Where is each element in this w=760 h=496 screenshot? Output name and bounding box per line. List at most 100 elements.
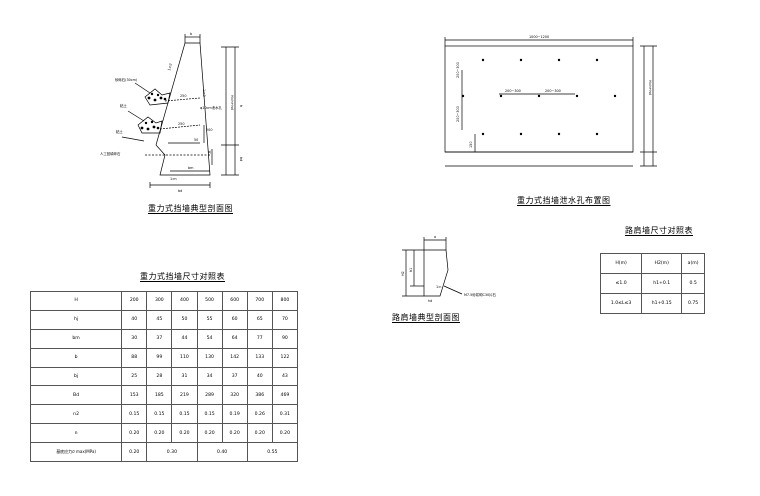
road-slope: 1:n: [436, 285, 441, 289]
table-cell: H2(m): [641, 253, 683, 274]
caption-road-table: 路肩墙尺寸对照表: [625, 226, 693, 235]
table-cell: 0.31: [271, 404, 299, 425]
table-cell: 64: [221, 328, 248, 349]
dim-drain-w2: 200~300: [545, 89, 561, 93]
table-cell: 25: [121, 366, 148, 387]
table-cell: 70: [271, 309, 299, 330]
table-cell: bj: [29, 366, 123, 387]
table-cell: 142: [221, 347, 248, 368]
dim-drain-width: 1000~1200: [529, 35, 549, 39]
table-cell: 43: [271, 366, 299, 387]
road-dim-h1: h1: [409, 268, 413, 272]
dim-drain-h1: 200~300: [456, 62, 460, 78]
table-cell: 31: [171, 366, 198, 387]
label-slope-1: 1:n2: [167, 63, 173, 71]
table-cell: h1+0.1: [641, 273, 683, 294]
table-cell: 500: [196, 291, 223, 311]
table-cell: 基底应力σ max(MPa): [29, 442, 123, 462]
table-cell: h1+0.15: [641, 293, 683, 314]
table-cell: 300: [146, 291, 173, 311]
table-cell: 77: [246, 328, 273, 349]
table-cell: 400: [171, 291, 198, 311]
road-dim-a: a: [434, 235, 436, 239]
table-cell: 0.15: [171, 404, 198, 425]
caption-drain-layout: 重力式挡墙泄水孔布置图: [517, 196, 611, 205]
label-slope-2: 1:n3: [202, 89, 206, 97]
table-cell: 0.19: [221, 404, 248, 425]
table-cell: 600: [221, 291, 248, 311]
table-cell: 122: [271, 347, 299, 368]
table-cell: 469: [271, 385, 299, 406]
road-dim-bottom: hd: [428, 299, 432, 303]
table-cell: 289: [196, 385, 223, 406]
road-material-note: M7.5砂浆砌C30片石: [464, 292, 497, 297]
table-cell: 0.55: [246, 442, 299, 462]
dim-drain-H: H=h+hd: [648, 80, 652, 95]
table-row: ≤1.0 h1+0.1 0.5: [599, 273, 705, 294]
table-cell: hj: [29, 309, 123, 330]
table-cell: H(m): [599, 253, 643, 274]
gravity-dimension-table: H 200 300 400 500 600 700 800 hj 40 45 5…: [29, 291, 299, 462]
table-cell: 65: [246, 309, 273, 330]
table-cell: 40: [121, 309, 148, 330]
table-cell: 0.75: [681, 293, 705, 314]
road-dim-H: H2: [401, 271, 405, 276]
table-row: H 200 300 400 500 600 700 800: [29, 291, 299, 311]
table-cell: a(m): [681, 253, 705, 274]
table-row: 基底应力σ max(MPa) 0.20 0.30 0.40 0.55: [29, 442, 299, 462]
table-row: 1.0≤L≤3 h1+0.15 0.75: [599, 293, 705, 314]
drain-hole-layout-drawing: 1000~1200 200~300 200~300 200~300 200~30…: [444, 35, 657, 167]
table-cell: 60: [221, 309, 248, 330]
table-cell: 34: [196, 366, 223, 387]
dim-50: 50: [194, 138, 198, 142]
table-cell: 0.20: [196, 423, 223, 443]
dim-drain-w1: 200~300: [505, 89, 521, 93]
label-bj: bj: [208, 150, 211, 154]
table-cell: Bd: [29, 385, 123, 406]
table-cell: 88: [121, 347, 148, 368]
table-row: bj 25 28 31 34 37 40 43: [29, 366, 299, 387]
dim-250-b: 250: [178, 122, 184, 126]
table-row: b 88 99 110 130 142 133 122: [29, 347, 299, 368]
label-gravel-fill: 砂砾石(30cm): [115, 77, 138, 82]
table-cell: 320: [221, 385, 248, 406]
label-clay-layer: 人工回填碎石: [100, 151, 121, 156]
label-geotextile-2: 粘土: [116, 129, 123, 134]
label-h: h: [239, 105, 243, 107]
table-cell: 130: [196, 347, 223, 368]
label-slope-3: 1:m: [170, 177, 177, 181]
table-cell: 0.15: [121, 404, 148, 425]
table-cell: 185: [146, 385, 173, 406]
label-hd: hd: [239, 157, 243, 161]
dim-drain-h2: 200~300: [456, 106, 460, 122]
table-cell: 28: [146, 366, 173, 387]
table-cell: n: [29, 423, 123, 443]
table-cell: 0.5: [681, 273, 705, 294]
table-cell: 30: [121, 328, 148, 349]
table-row: n 0.20 0.20 0.20 0.20 0.20 0.20 0.20: [29, 423, 299, 443]
table-row: n2 0.15 0.15 0.15 0.15 0.19 0.26 0.31: [29, 404, 299, 425]
table-cell: 0.20: [171, 423, 198, 443]
table-cell: 0.15: [146, 404, 173, 425]
table-cell: ≤1.0: [599, 273, 643, 294]
label-bd: bd: [178, 189, 182, 193]
dim-200: 200: [206, 128, 212, 132]
table-cell: 133: [246, 347, 273, 368]
label-H: H=h+hd: [230, 95, 234, 110]
table-cell: 44: [171, 328, 198, 349]
table-cell: 40: [246, 366, 273, 387]
table-row: bm 30 37 44 54 64 77 90: [29, 328, 299, 349]
gravity-wall-section-drawing: b 砂砾石(30cm) 粘土 粘土 人工回填碎石 1:n2 1:n3 1:m H…: [100, 32, 243, 193]
table-cell: 37: [146, 328, 173, 349]
table-cell: 99: [146, 347, 173, 368]
table-row: H(m) H2(m) a(m): [599, 253, 705, 274]
table-cell: 0.20: [221, 423, 248, 443]
table-cell: 0.40: [196, 442, 248, 462]
table-cell: 110: [171, 347, 198, 368]
caption-road-wall-section: 路肩墙典型剖面图: [392, 313, 460, 322]
table-cell: 0.20: [146, 423, 173, 443]
caption-gravity-table: 重力式挡墙尺寸对照表: [140, 272, 225, 281]
dim-drain-150: 150: [469, 142, 473, 148]
table-cell: 200: [121, 291, 148, 311]
table-cell: 153: [121, 385, 148, 406]
